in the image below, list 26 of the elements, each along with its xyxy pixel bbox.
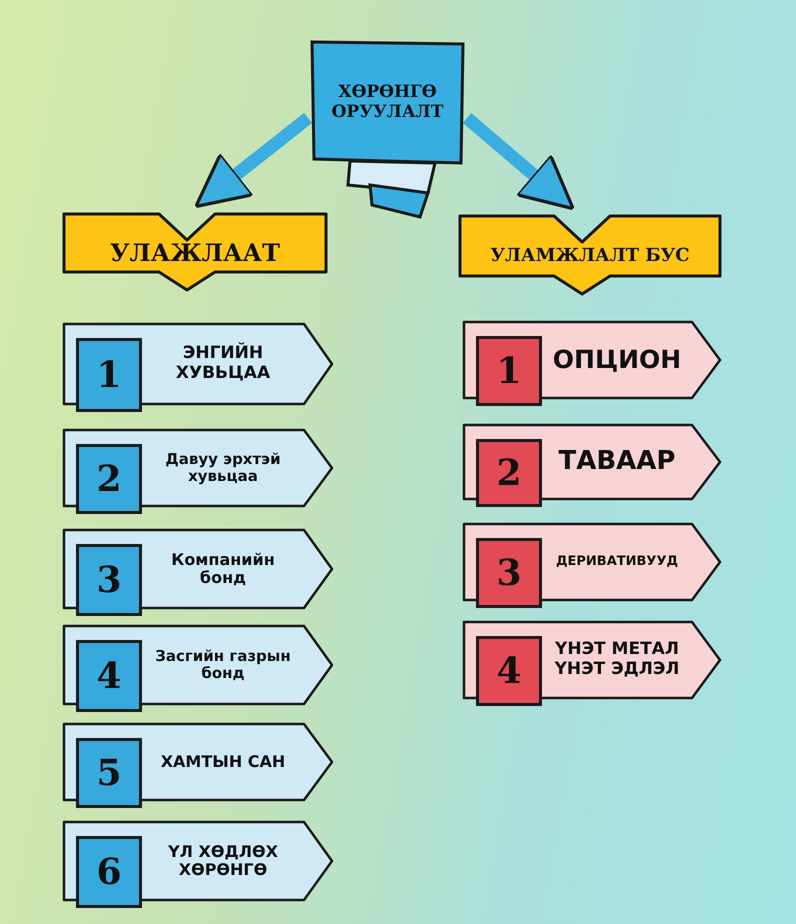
item-number: 3 xyxy=(476,538,542,608)
item-label: Засгийн газрын бонд xyxy=(154,646,292,684)
category-title: УЛАМЖЛАЛТ БУС xyxy=(489,244,691,268)
item-number: 1 xyxy=(476,336,542,406)
item-number: 3 xyxy=(76,544,142,616)
item-number: 4 xyxy=(76,640,142,712)
title-text: ХӨРӨНГӨ ОРУУЛАЛТ xyxy=(330,80,444,124)
arrow xyxy=(194,112,312,208)
item-label: ҮНЭТ МЕТАЛ ҮНЭТ ЭДЛЭЛ xyxy=(554,638,680,681)
item-number: 1 xyxy=(76,338,142,412)
item-label: ДЕРИВАТИВУУД xyxy=(554,552,680,571)
item-label: ХАМТЫН САН xyxy=(160,750,286,773)
item-number: 5 xyxy=(76,738,142,808)
item-number: 2 xyxy=(476,439,542,507)
item-label: ТАВААР xyxy=(558,445,676,478)
item-label: ҮЛ ХӨДЛӨХ ХӨРӨНГӨ xyxy=(167,840,279,881)
item-label: ЭНГИЙН ХУВЬЦАА xyxy=(174,341,272,385)
item-label: Давуу эрхтэй хувьцаа xyxy=(164,448,282,487)
item-number: 6 xyxy=(76,836,142,908)
title-banner xyxy=(310,40,465,165)
item-label: ОПЦИОН xyxy=(552,344,682,376)
item-number: 2 xyxy=(76,444,142,514)
category-title: УЛАЖЛААТ xyxy=(109,237,281,270)
item-label: Компанийн бонд xyxy=(170,548,276,589)
item-number: 4 xyxy=(476,636,542,706)
arrow xyxy=(462,113,575,210)
